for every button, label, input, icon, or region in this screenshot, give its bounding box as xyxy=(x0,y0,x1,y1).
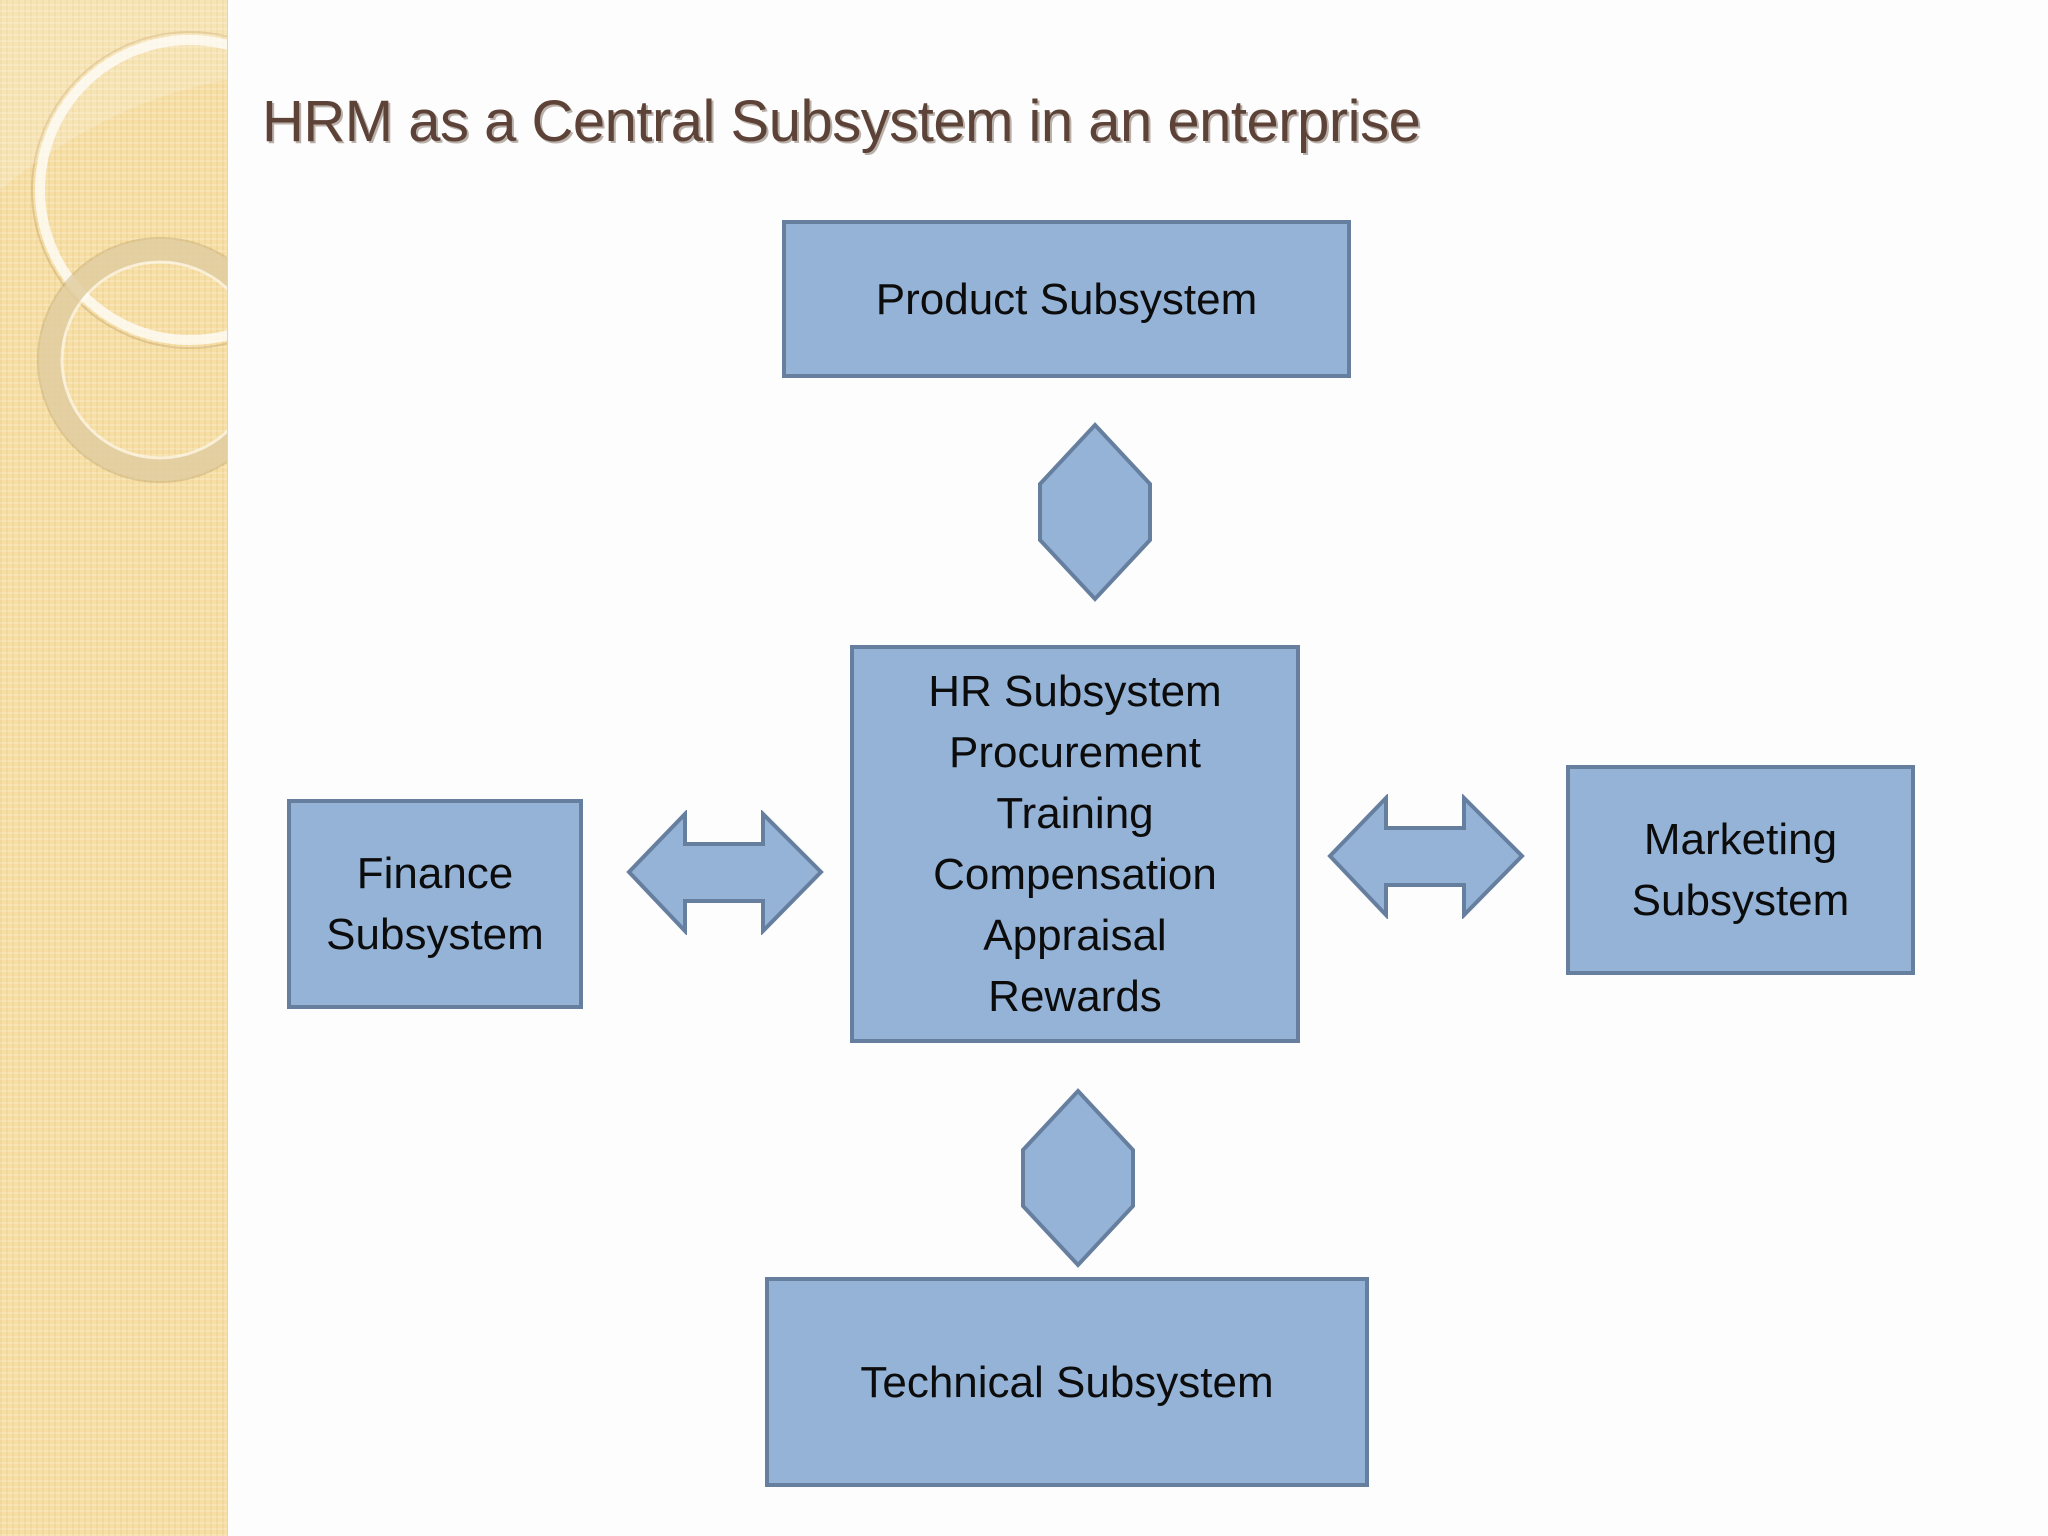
finance-line-1: Finance xyxy=(356,849,514,898)
hr-subsystem-box: HR Subsystem Procurement Training Compen… xyxy=(850,645,1300,1043)
technical-subsystem-box: Technical Subsystem xyxy=(765,1277,1369,1487)
marketing-subsystem-box: Marketing Subsystem xyxy=(1566,765,1915,975)
finance-subsystem-box: Finance Subsystem xyxy=(287,799,583,1009)
hr-line-appraisal: Appraisal xyxy=(983,911,1167,960)
finance-subsystem-lines: Finance Subsystem xyxy=(326,843,544,965)
hr-line-title: HR Subsystem xyxy=(928,667,1222,716)
side-decoration-band xyxy=(0,0,228,1536)
product-subsystem-box: Product Subsystem xyxy=(782,220,1351,378)
hr-subsystem-lines: HR Subsystem Procurement Training Compen… xyxy=(928,661,1221,1027)
marketing-line-2: Subsystem xyxy=(1631,876,1850,925)
marketing-line-1: Marketing xyxy=(1643,815,1838,864)
up-down-arrow-icon xyxy=(1021,1088,1135,1268)
left-right-arrow-icon xyxy=(1327,794,1525,919)
technical-subsystem-label: Technical Subsystem xyxy=(860,1357,1274,1407)
decorative-rings xyxy=(0,0,227,483)
hr-line-training: Training xyxy=(996,789,1154,838)
up-down-arrow-icon xyxy=(1038,422,1152,602)
hr-line-compensation: Compensation xyxy=(933,850,1217,899)
left-right-arrow-icon xyxy=(626,810,824,935)
slide-title: HRM as a Central Subsystem in an enterpr… xyxy=(262,89,1421,154)
product-subsystem-label: Product Subsystem xyxy=(875,274,1258,324)
hr-line-procurement: Procurement xyxy=(949,728,1201,777)
marketing-subsystem-lines: Marketing Subsystem xyxy=(1632,809,1850,931)
hr-line-rewards: Rewards xyxy=(988,972,1162,1021)
finance-line-2: Subsystem xyxy=(326,910,544,959)
